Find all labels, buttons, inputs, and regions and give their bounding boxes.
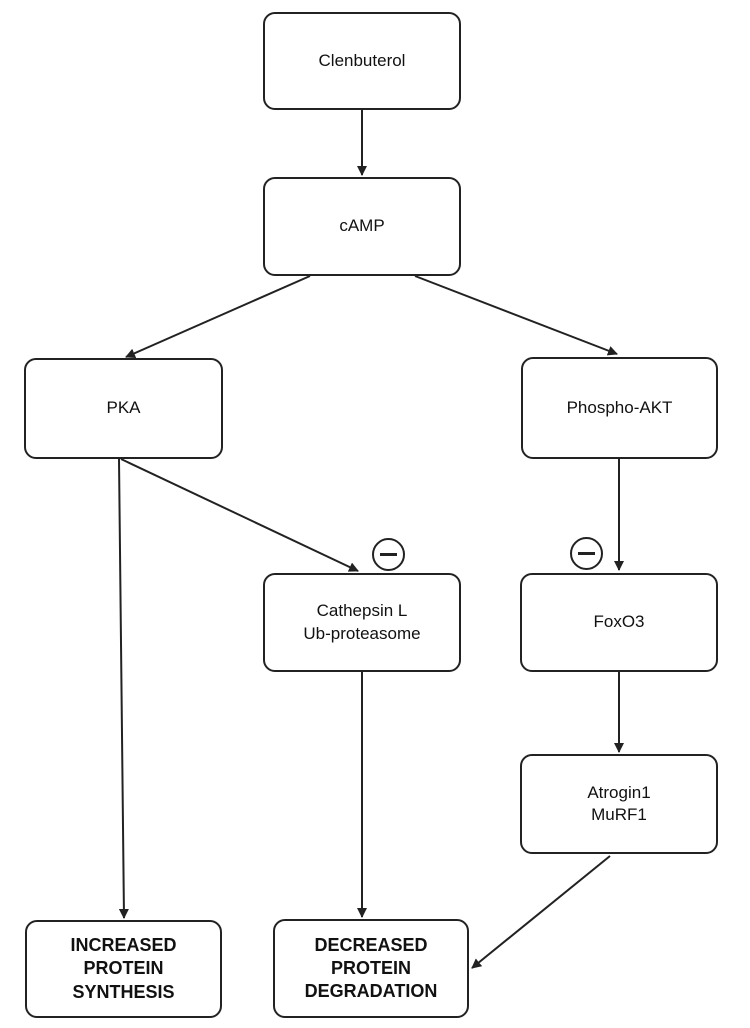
node-cathepsin-ub-proteasome: Cathepsin L Ub-proteasome	[263, 573, 461, 672]
edge-pka-inhibits-cathepsin	[120, 458, 359, 572]
minus-icon	[578, 552, 595, 555]
minus-icon	[380, 553, 397, 556]
node-phospho-akt: Phospho-AKT	[521, 357, 718, 459]
inhibition-symbol-foxo3	[570, 537, 603, 570]
edge-atrogin-to-decreased-degradation	[471, 855, 611, 969]
node-pka: PKA	[24, 358, 223, 459]
node-camp: cAMP	[263, 177, 461, 276]
inhibition-symbol-cathepsin	[372, 538, 405, 571]
node-atrogin1-murf1: Atrogin1 MuRF1	[520, 754, 718, 854]
node-clenbuterol: Clenbuterol	[263, 12, 461, 110]
node-foxo3: FoxO3	[520, 573, 718, 672]
node-decreased-protein-degradation: DECREASED PROTEIN DEGRADATION	[273, 919, 469, 1018]
edge-camp-to-pka	[125, 275, 311, 358]
edge-pka-to-increased-synthesis	[118, 458, 129, 919]
edge-camp-to-phospho-akt	[414, 275, 618, 356]
node-increased-protein-synthesis: INCREASED PROTEIN SYNTHESIS	[25, 920, 222, 1018]
